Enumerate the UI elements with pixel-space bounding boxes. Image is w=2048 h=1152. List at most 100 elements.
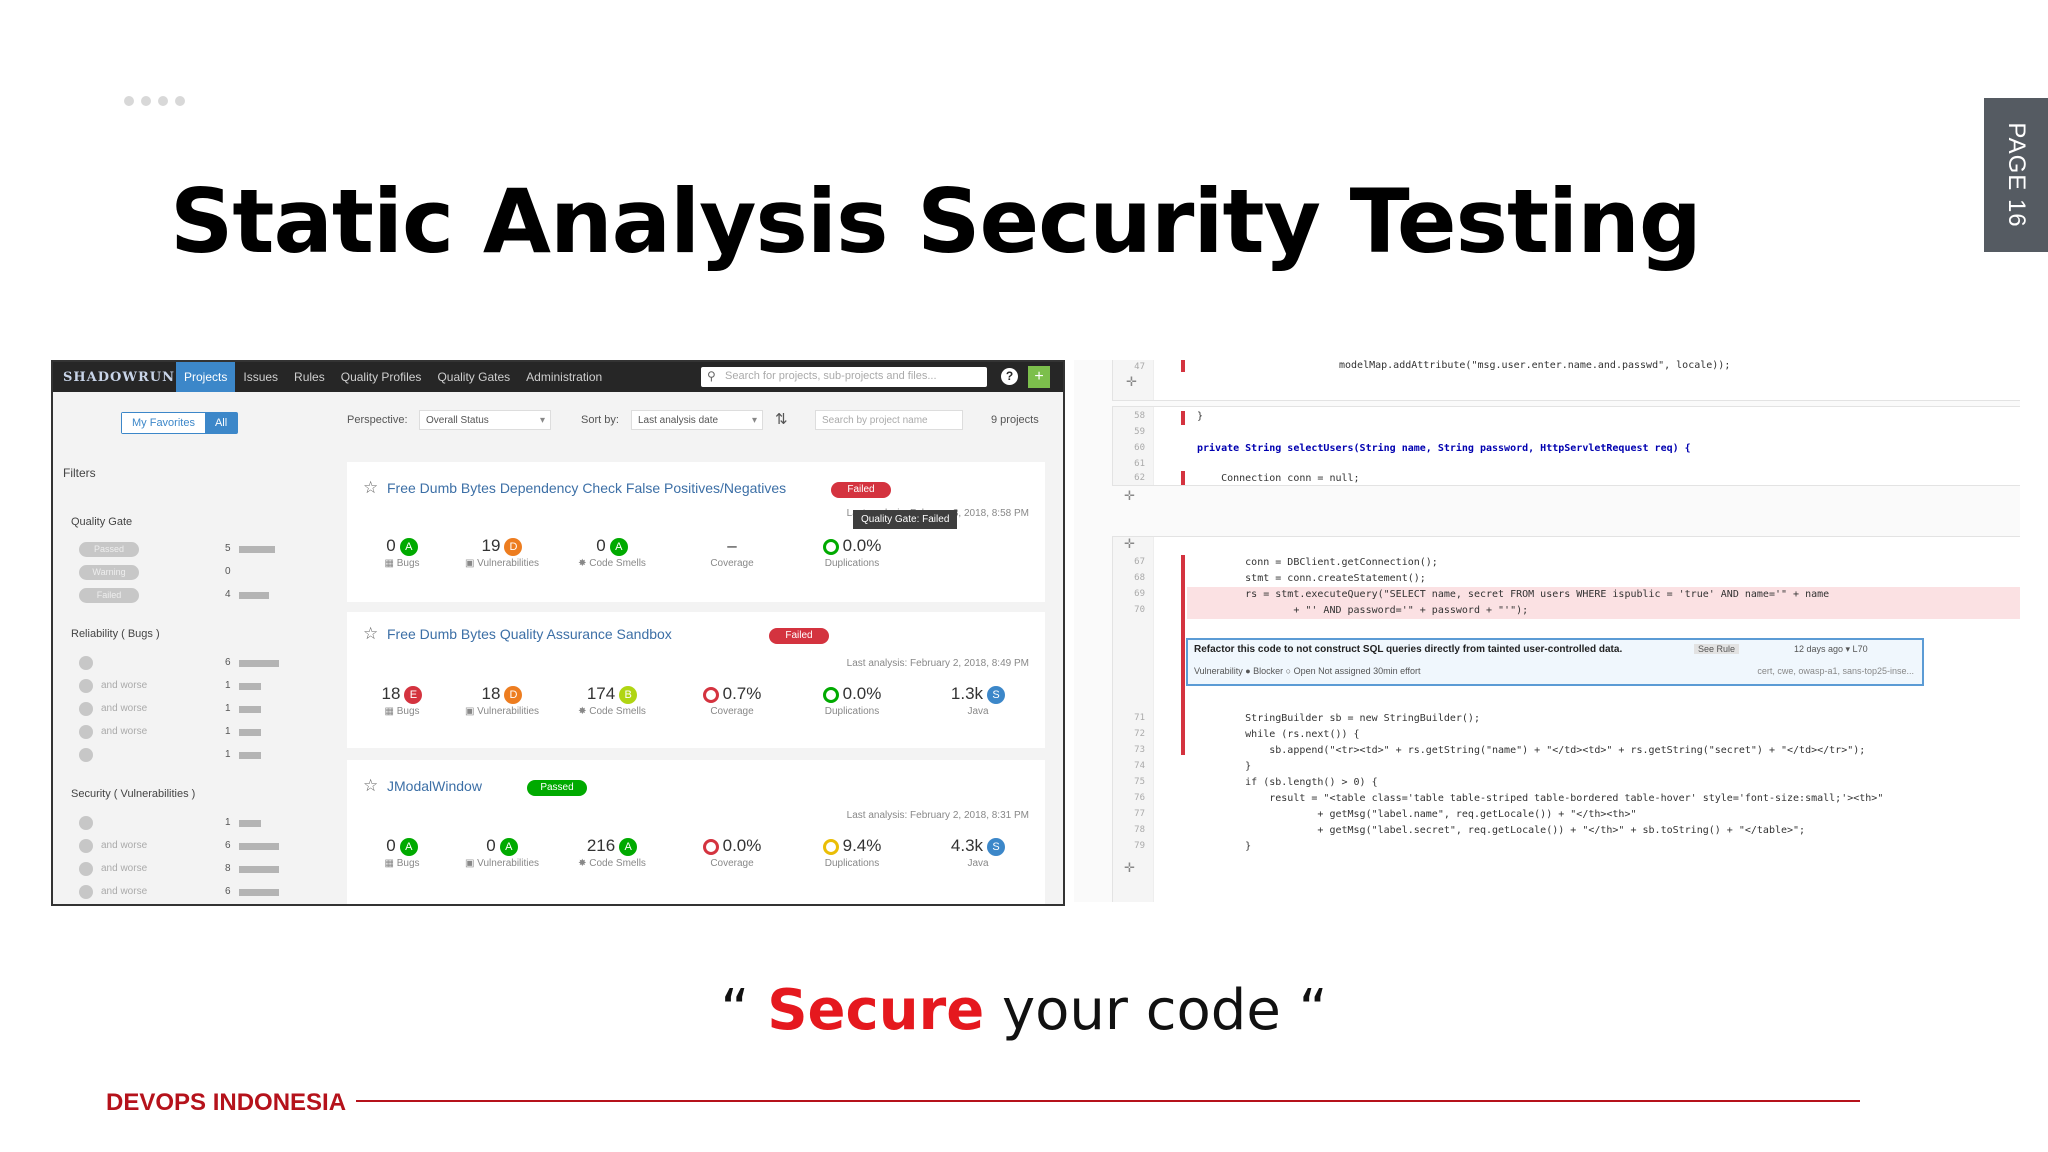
project-name[interactable]: Free Dumb Bytes Quality Assurance Sandbo… bbox=[387, 626, 672, 642]
coverage-value: 0.7% bbox=[722, 684, 762, 703]
project-name[interactable]: JModalWindow bbox=[387, 778, 482, 794]
filter-label: and worse bbox=[101, 863, 148, 874]
rating-filter-icon[interactable] bbox=[79, 679, 93, 693]
filter-warning[interactable]: Warning bbox=[79, 565, 139, 580]
filter-count: 6 bbox=[225, 840, 231, 851]
footer-divider bbox=[356, 1100, 1860, 1102]
star-icon[interactable]: ☆ bbox=[363, 776, 379, 795]
expand-icon[interactable]: ✛ bbox=[1124, 536, 1135, 551]
project-card[interactable]: ☆ Free Dumb Bytes Dependency Check False… bbox=[347, 462, 1045, 602]
star-icon[interactable]: ☆ bbox=[363, 624, 379, 643]
duplications-metric[interactable]: 0.0% Duplications bbox=[797, 536, 907, 569]
code-line: rs = stmt.executeQuery("SELECT name, sec… bbox=[1197, 589, 1830, 600]
duplications-metric[interactable]: 0.0% Duplications bbox=[797, 684, 907, 717]
global-search-input[interactable]: ⚲ Search for projects, sub-projects and … bbox=[701, 367, 987, 387]
nav-quality-gates[interactable]: Quality Gates bbox=[437, 370, 511, 384]
expand-icon[interactable]: ✛ bbox=[1124, 488, 1135, 503]
sort-direction-icon[interactable]: ⇅ bbox=[775, 411, 788, 428]
line-number[interactable]: 60 bbox=[1134, 443, 1145, 453]
issue-meta[interactable]: Vulnerability ● Blocker ○ Open Not assig… bbox=[1194, 666, 1421, 676]
nav-issues[interactable]: Issues bbox=[243, 370, 279, 384]
issue-marker bbox=[1181, 471, 1185, 485]
project-card[interactable]: ☆ Free Dumb Bytes Quality Assurance Sand… bbox=[347, 612, 1045, 748]
line-number[interactable]: 75 bbox=[1134, 777, 1145, 787]
code-line: StringBuilder sb = new StringBuilder(); bbox=[1197, 713, 1480, 724]
perspective-select[interactable]: Overall Status ▾ bbox=[419, 410, 551, 430]
toggle-all[interactable]: All bbox=[204, 413, 238, 433]
project-search-input[interactable]: Search by project name bbox=[815, 410, 963, 430]
line-number[interactable]: 58 bbox=[1134, 411, 1145, 421]
rating-filter-icon[interactable] bbox=[79, 862, 93, 876]
project-card[interactable]: ☆ JModalWindow Passed Last analysis: Feb… bbox=[347, 760, 1045, 904]
line-number[interactable]: 47 bbox=[1134, 362, 1145, 372]
duplications-metric[interactable]: 9.4% Duplications bbox=[797, 836, 907, 869]
filter-passed[interactable]: Passed bbox=[79, 542, 139, 557]
issue-marker bbox=[1181, 360, 1185, 372]
line-number[interactable]: 74 bbox=[1134, 761, 1145, 771]
line-number[interactable]: 79 bbox=[1134, 841, 1145, 851]
nav-projects[interactable]: Projects bbox=[176, 362, 236, 392]
expand-icon[interactable]: ✛ bbox=[1124, 860, 1135, 875]
line-number[interactable]: 67 bbox=[1134, 557, 1145, 567]
rating-filter-icon[interactable] bbox=[79, 816, 93, 830]
line-number[interactable]: 69 bbox=[1134, 589, 1145, 599]
rating-filter-icon[interactable] bbox=[79, 748, 93, 762]
sort-select[interactable]: Last analysis date ▾ bbox=[631, 410, 763, 430]
filter-failed[interactable]: Failed bbox=[79, 588, 139, 603]
nav-rules[interactable]: Rules bbox=[294, 370, 325, 384]
nav-quality-profiles[interactable]: Quality Profiles bbox=[340, 370, 422, 384]
code-line: while (rs.next()) { bbox=[1197, 729, 1360, 740]
line-number[interactable]: 73 bbox=[1134, 745, 1145, 755]
line-number[interactable]: 72 bbox=[1134, 729, 1145, 739]
project-name[interactable]: Free Dumb Bytes Dependency Check False P… bbox=[387, 480, 787, 496]
help-icon[interactable]: ? bbox=[1001, 368, 1018, 385]
issue-box[interactable]: Refactor this code to not construct SQL … bbox=[1186, 638, 1924, 686]
line-number[interactable]: 70 bbox=[1134, 605, 1145, 615]
main-nav: Projects Issues Rules Quality Profiles Q… bbox=[176, 362, 610, 392]
rating-filter-icon[interactable] bbox=[79, 725, 93, 739]
issue-message[interactable]: Refactor this code to not construct SQL … bbox=[1194, 644, 1623, 655]
line-number[interactable]: 76 bbox=[1134, 793, 1145, 803]
app-logo[interactable]: SHADOWRUN bbox=[63, 370, 175, 385]
rating-filter-icon[interactable] bbox=[79, 702, 93, 716]
chevron-down-icon: ▾ bbox=[539, 415, 545, 426]
nav-administration[interactable]: Administration bbox=[526, 370, 603, 384]
line-number[interactable]: 59 bbox=[1134, 427, 1145, 437]
star-icon[interactable]: ☆ bbox=[363, 478, 379, 497]
line-gutter bbox=[1113, 407, 1154, 485]
coverage-metric[interactable]: 0.7% Coverage bbox=[677, 684, 787, 717]
status-badge: Failed bbox=[769, 628, 829, 644]
line-number[interactable]: 71 bbox=[1134, 713, 1145, 723]
coverage-metric[interactable]: – Coverage bbox=[677, 536, 787, 569]
line-number[interactable]: 68 bbox=[1134, 573, 1145, 583]
rating-filter-icon[interactable] bbox=[79, 656, 93, 670]
line-number[interactable]: 62 bbox=[1134, 473, 1145, 483]
issue-tags[interactable]: cert, cwe, owasp-a1, sans-top25-inse... bbox=[1757, 666, 1914, 676]
duplications-value: 0.0% bbox=[842, 684, 882, 703]
rating-filter-icon[interactable] bbox=[79, 839, 93, 853]
expand-icon[interactable]: ✛ bbox=[1126, 374, 1137, 389]
code-smells-label: Code Smells bbox=[589, 858, 646, 869]
rating-filter-icon[interactable] bbox=[79, 885, 93, 899]
see-rule-button[interactable]: See Rule bbox=[1694, 644, 1740, 654]
line-number[interactable]: 61 bbox=[1134, 459, 1145, 469]
vulnerabilities-value: 19 bbox=[481, 536, 501, 555]
add-icon[interactable]: + bbox=[1028, 366, 1050, 388]
line-number[interactable]: 78 bbox=[1134, 825, 1145, 835]
filter-count: 0 bbox=[225, 566, 231, 577]
line-number[interactable]: 77 bbox=[1134, 809, 1145, 819]
toggle-my-favorites[interactable]: My Favorites bbox=[122, 413, 205, 433]
coverage-metric[interactable]: 0.0% Coverage bbox=[677, 836, 787, 869]
issue-age[interactable]: 12 days ago ▾ L70 bbox=[1794, 644, 1868, 654]
